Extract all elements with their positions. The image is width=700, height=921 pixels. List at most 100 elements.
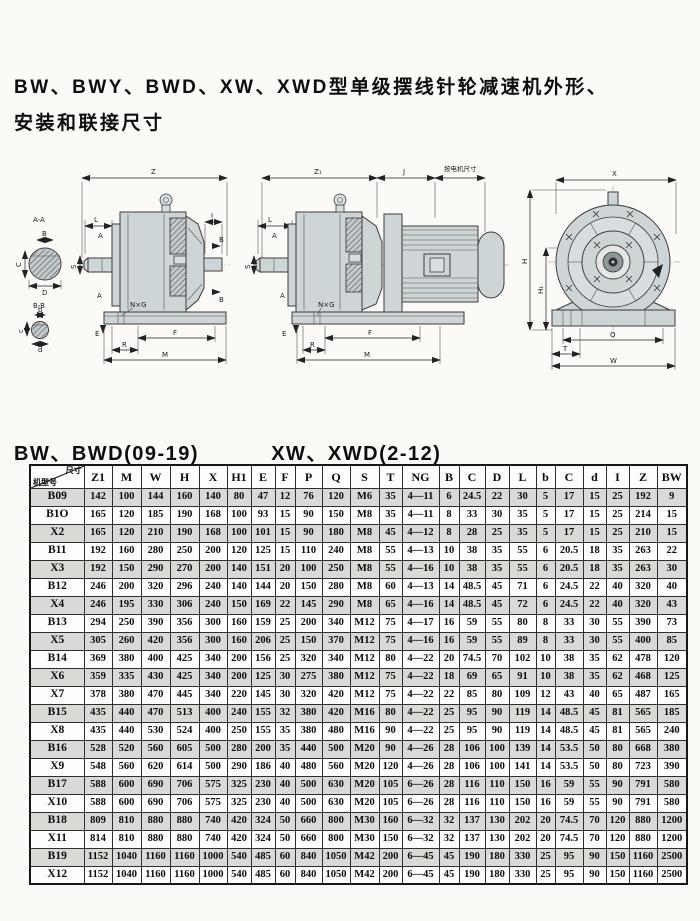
dimension-cell: 340 [321,613,351,633]
dimension-cell: 35 [484,541,510,561]
dim-label-w: W [610,357,617,365]
column-header-w: W [140,464,171,489]
subtitle-bw-range: BW、BWD(09-19) [14,443,200,465]
dimension-cell: 35 [605,559,630,579]
column-header-b: B [438,464,460,489]
row-model-label: B14 [29,649,85,669]
dimension-cell: 580 [656,775,688,795]
dimension-cell: 119 [508,703,537,723]
dimension-cell: 880 [628,811,658,831]
dimension-cell: M8 [349,541,380,561]
dim-label-f1: F [173,329,177,337]
dimension-cell: 180 [484,847,510,867]
dimension-cell: 305 [83,631,113,651]
dimension-cell: 168 [198,523,228,543]
dimension-cell: 263 [628,559,658,579]
dimension-cell: 17 [554,487,584,507]
dimension-cell: 485 [250,847,276,867]
dimension-cell: 548 [83,757,113,777]
dimension-cell: 359 [83,667,113,687]
dimension-cell: 28 [438,757,460,777]
dimension-cell: 1040 [111,865,142,885]
dimension-cell: 560 [321,757,351,777]
dim-label-m2: M [364,351,370,359]
dimension-cell: M20 [349,739,380,759]
dimension-cell: 25 [605,523,630,543]
dimension-cell: 380 [321,667,351,687]
dimension-cell: 120 [605,829,630,849]
dimension-cell: M6 [349,487,380,507]
dim-label-a-top2: A [272,232,277,240]
row-model-label: B19 [29,847,85,867]
dimension-cell: 200 [198,559,228,579]
dimension-cell: 35 [582,649,607,669]
dimension-cell: 520 [111,739,142,759]
dimension-cell: 91 [508,667,537,687]
dimension-cell: 540 [226,847,252,867]
dimension-cell: 2500 [656,847,688,867]
dimension-cell: 420 [321,685,351,705]
dimension-cell: 15 [656,505,688,525]
dim-label-nxg2: N×G [318,301,335,309]
dimension-cell: 290 [140,559,171,579]
dimension-cell: 25 [438,703,460,723]
column-header-f: F [274,464,296,489]
dimension-cell: 75 [378,613,403,633]
dimension-cell: 420 [321,703,351,723]
dimension-cell: 55 [378,541,403,561]
dimension-cell: 165 [656,685,688,705]
dimension-cell: 60 [274,865,296,885]
dimension-cell: 220 [226,685,252,705]
column-header-c: C [554,464,584,489]
dim-label-c-upper: C [15,262,23,267]
dimension-cell: M20 [349,775,380,795]
table-subtitle: BW、BWD(09-19) XW、XWD(2-12) [14,437,441,466]
dimension-cell: 5 [535,487,556,507]
dimension-cell: 25 [605,487,630,507]
dimension-cell: 791 [628,793,658,813]
dimension-cell: 38 [554,667,584,687]
dimension-cell: 25 [535,865,556,885]
corner-header-cell: 尺寸机型号 [29,464,85,489]
dimension-cell: 70 [582,829,607,849]
column-header-z: Z [628,464,658,489]
dimension-cell: 80 [605,757,630,777]
dimension-cell: 1160 [169,847,200,867]
dimension-cell: 90 [582,847,607,867]
dimension-cell: 15 [582,505,607,525]
dimension-cell: 125 [656,667,688,687]
dimension-cell: 192 [83,541,113,561]
dimension-cell: 40 [605,595,630,615]
dimension-cell: 1152 [83,847,113,867]
dimension-cell: 151 [250,559,276,579]
dim-label-d-upper: D [42,289,47,297]
dimension-cell: 16 [438,613,460,633]
dimension-cell: 48.5 [554,703,584,723]
dimension-cell: 340 [321,649,351,669]
dimension-cell: 101 [250,523,276,543]
dimension-cell: M30 [349,829,380,849]
dimension-cell: 468 [628,667,658,687]
dimension-cell: 95 [458,703,486,723]
dimension-cell: 90 [484,721,510,741]
dimension-cell: 810 [111,811,142,831]
dimension-cell: 530 [140,721,171,741]
dimension-cell: 150 [111,559,142,579]
dimension-cell: 1200 [656,811,688,831]
dim-label-x: X [612,170,617,178]
dimension-cell: 12 [535,685,556,705]
dimension-cell: 810 [111,829,142,849]
dimension-cell: 1160 [169,865,200,885]
drawing-front-view: X H H₁ [521,170,682,370]
dimension-cell: 330 [140,595,171,615]
column-header-h: H [169,464,200,489]
dimension-cell: 150 [294,631,323,651]
dim-label-c-lower: c [17,329,25,333]
dimension-cell: 4—16 [401,559,440,579]
dimension-cell: 214 [628,505,658,525]
dimension-cell: 513 [169,703,200,723]
